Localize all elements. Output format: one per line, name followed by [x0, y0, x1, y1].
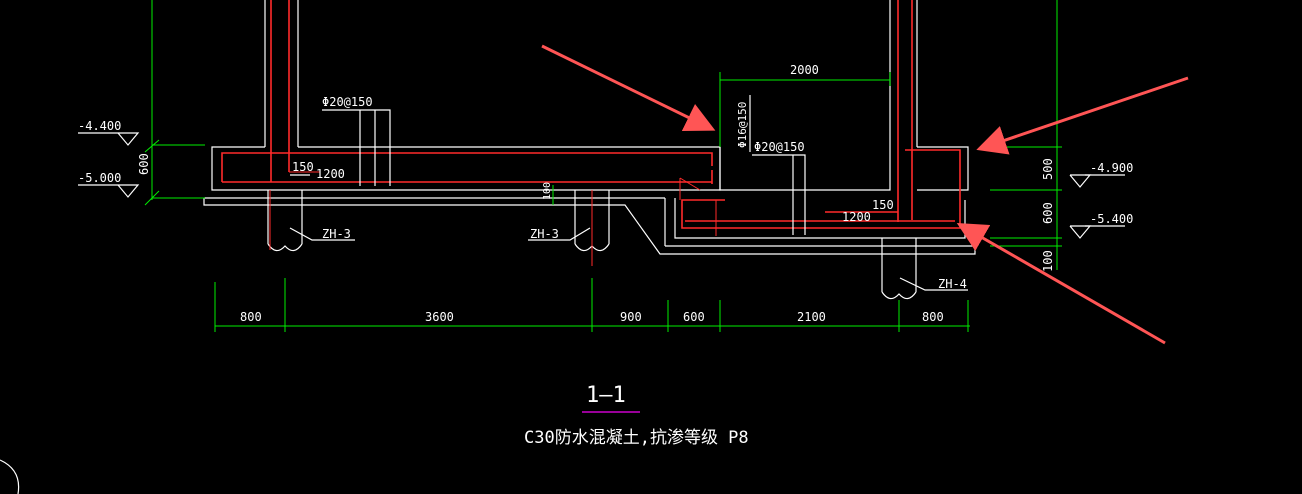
rebar-label: Φ20@150 [754, 140, 805, 154]
dimension-label: 800 [240, 310, 262, 324]
pile-3 [881, 238, 917, 300]
section-note: C30防水混凝土,抗渗等级 P8 [524, 428, 749, 448]
dimension-label: 1200 [316, 167, 345, 181]
dimension-label: 600 [683, 310, 705, 324]
dimension-label: 100 [1041, 250, 1055, 272]
pile-2 [574, 190, 610, 266]
callout-arrow-2 [976, 76, 1189, 155]
dimension-lines [144, 0, 1062, 332]
partial-arc [0, 459, 20, 494]
elevation-label: -5.000 [78, 171, 121, 185]
pile-1 [267, 190, 303, 252]
rebar-label: Φ16@150 [736, 102, 749, 148]
dimension-label: 2000 [790, 63, 819, 77]
callout-arrow-3 [956, 223, 1166, 345]
dimension-label: 600 [137, 153, 151, 175]
dimension-label: 500 [1041, 158, 1055, 180]
elevation-leaders [78, 132, 1125, 239]
dimension-label: 3600 [425, 310, 454, 324]
dimension-label: 2100 [797, 310, 826, 324]
callout-arrow-1 [541, 44, 716, 131]
pile-label: ZH-3 [322, 227, 351, 241]
pile-leaders [289, 227, 968, 291]
callout-arrows [541, 44, 1189, 345]
dimension-label: 800 [922, 310, 944, 324]
dimension-label: 100 [542, 182, 553, 200]
right-pit [674, 0, 969, 239]
dimension-label: 1200 [842, 210, 871, 224]
rebar-leaders [290, 95, 806, 235]
pile-label: ZH-4 [938, 277, 967, 291]
elevation-label: -5.400 [1090, 212, 1133, 226]
elevation-label: -4.400 [78, 119, 121, 133]
pile-label: ZH-3 [530, 227, 559, 241]
elevation-label: -4.900 [1090, 161, 1133, 175]
rebar-label: Φ20@150 [322, 95, 373, 109]
left-base-slab [203, 146, 976, 255]
section-title: 1—1 [586, 383, 626, 408]
dimension-label: 900 [620, 310, 642, 324]
dimension-label: 150 [872, 198, 894, 212]
dimension-label: 150 [292, 160, 314, 174]
dimension-label: 600 [1041, 202, 1055, 224]
left-wall [264, 0, 299, 182]
